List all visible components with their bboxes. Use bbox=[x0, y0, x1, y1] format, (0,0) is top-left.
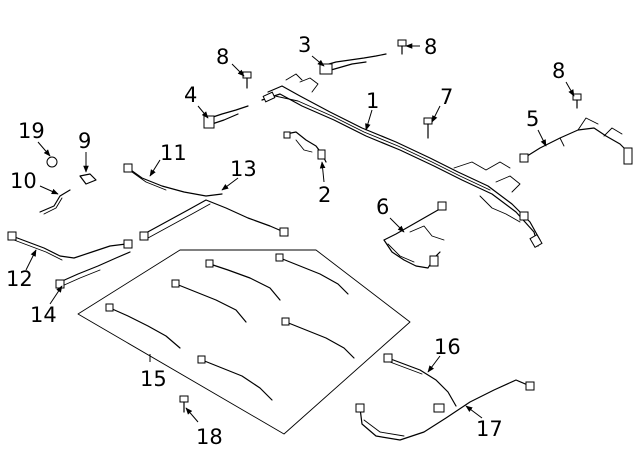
callout-1: 1 bbox=[366, 89, 379, 113]
callout-11: 11 bbox=[160, 141, 187, 165]
harness-part-11 bbox=[123, 163, 223, 197]
callout-2: 2 bbox=[318, 183, 331, 207]
harness-part-17 bbox=[355, 379, 535, 441]
nut-part-19 bbox=[46, 156, 58, 168]
bolt-part-8-right bbox=[572, 93, 582, 109]
callout-13: 13 bbox=[230, 157, 257, 181]
callout-5: 5 bbox=[526, 107, 539, 131]
callout-3: 3 bbox=[298, 33, 311, 57]
callout-labels: 1 2 3 4 5 6 7 8 8 8 9 10 11 12 13 14 15 … bbox=[6, 33, 565, 449]
bracket-part-10 bbox=[39, 189, 71, 215]
bolt-part-8-center bbox=[242, 71, 252, 89]
callout-12: 12 bbox=[6, 267, 33, 291]
bolt-part-8-top bbox=[397, 39, 407, 55]
harness-part-12 bbox=[7, 231, 133, 261]
harness-part-13 bbox=[139, 199, 289, 241]
bolt-part-7 bbox=[423, 117, 433, 139]
callout-17: 17 bbox=[476, 417, 503, 441]
wire-part-4 bbox=[203, 105, 249, 129]
main-harness-part-1 bbox=[261, 73, 543, 249]
harness-loop-part-6 bbox=[383, 201, 447, 269]
callout-7: 7 bbox=[440, 85, 453, 109]
callout-9: 9 bbox=[78, 129, 91, 153]
clip-part-9 bbox=[79, 173, 97, 185]
callout-14: 14 bbox=[30, 303, 57, 327]
callout-6: 6 bbox=[376, 195, 389, 219]
callout-8-center: 8 bbox=[216, 45, 229, 69]
callout-8-top: 8 bbox=[424, 35, 437, 59]
callout-16: 16 bbox=[434, 335, 461, 359]
callout-18: 18 bbox=[196, 425, 223, 449]
callout-4: 4 bbox=[184, 83, 197, 107]
callout-15: 15 bbox=[140, 367, 167, 391]
bolt-part-18 bbox=[179, 395, 189, 413]
callout-10: 10 bbox=[10, 169, 37, 193]
callout-19: 19 bbox=[18, 119, 45, 143]
bracket-part-2 bbox=[283, 131, 327, 163]
harness-kit-part-15 bbox=[77, 249, 411, 435]
short-harness-part-3 bbox=[319, 53, 387, 75]
callout-8-right: 8 bbox=[552, 59, 565, 83]
harness-part-16 bbox=[383, 353, 457, 407]
leader-lines bbox=[25, 43, 575, 423]
